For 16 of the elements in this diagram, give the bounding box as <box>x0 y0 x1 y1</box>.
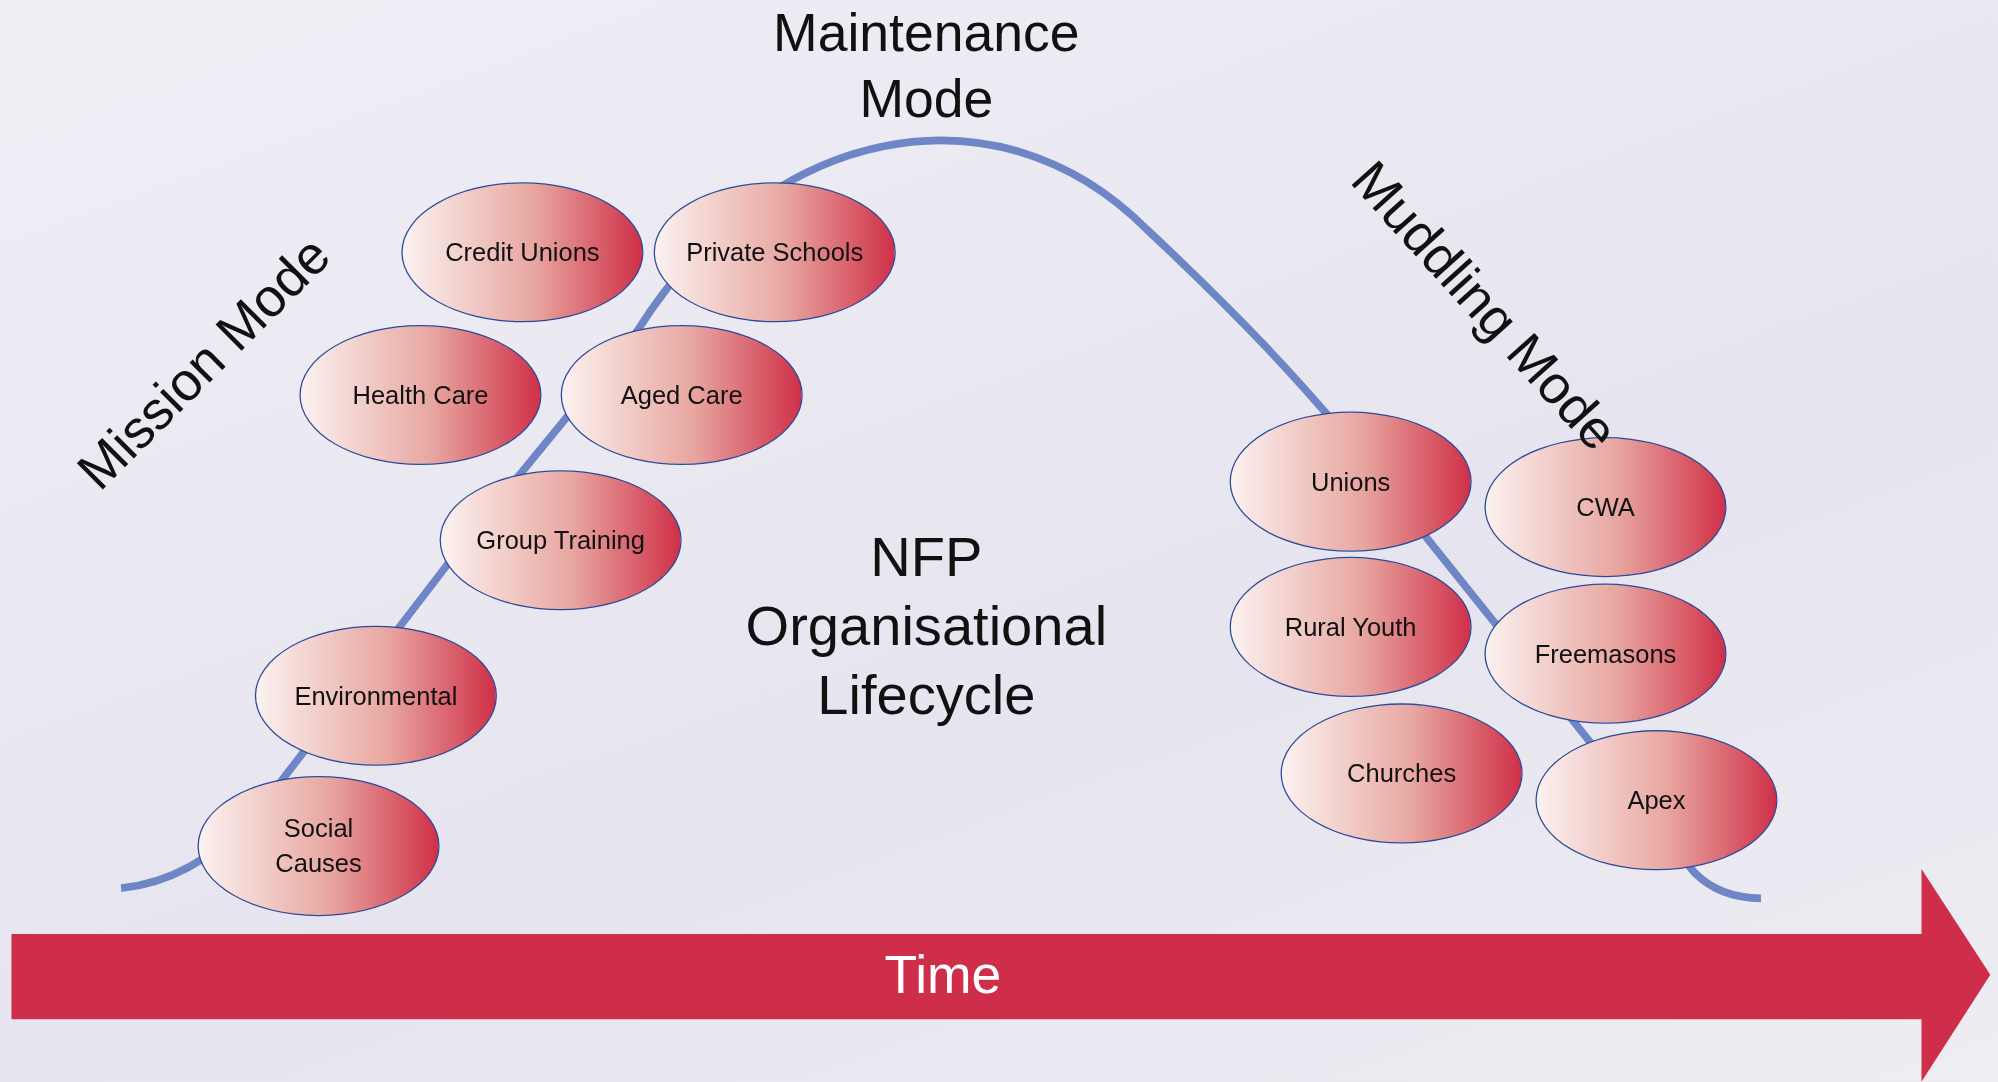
node-label: Health Care <box>352 379 489 411</box>
node-label: Aged Care <box>620 379 743 411</box>
node-label: Rural Youth <box>1284 611 1417 643</box>
node-label: CWA <box>1576 491 1635 523</box>
node-label: Social Causes <box>274 813 363 879</box>
axis-label: Time <box>884 944 1002 1006</box>
node-label: Unions <box>1310 466 1391 498</box>
diagram-title: NFP Organisational Lifecycle <box>744 523 1109 728</box>
node-label: Apex <box>1627 784 1686 816</box>
node-label: Private Schools <box>686 236 864 268</box>
node-label: Freemasons <box>1534 638 1677 670</box>
node-label: Credit Unions <box>445 236 600 268</box>
mode-label: Maintenance Mode <box>772 1 1081 131</box>
node-label: Environmental <box>294 680 458 712</box>
node-label: Churches <box>1347 757 1457 789</box>
node-label: Group Training <box>476 524 645 556</box>
